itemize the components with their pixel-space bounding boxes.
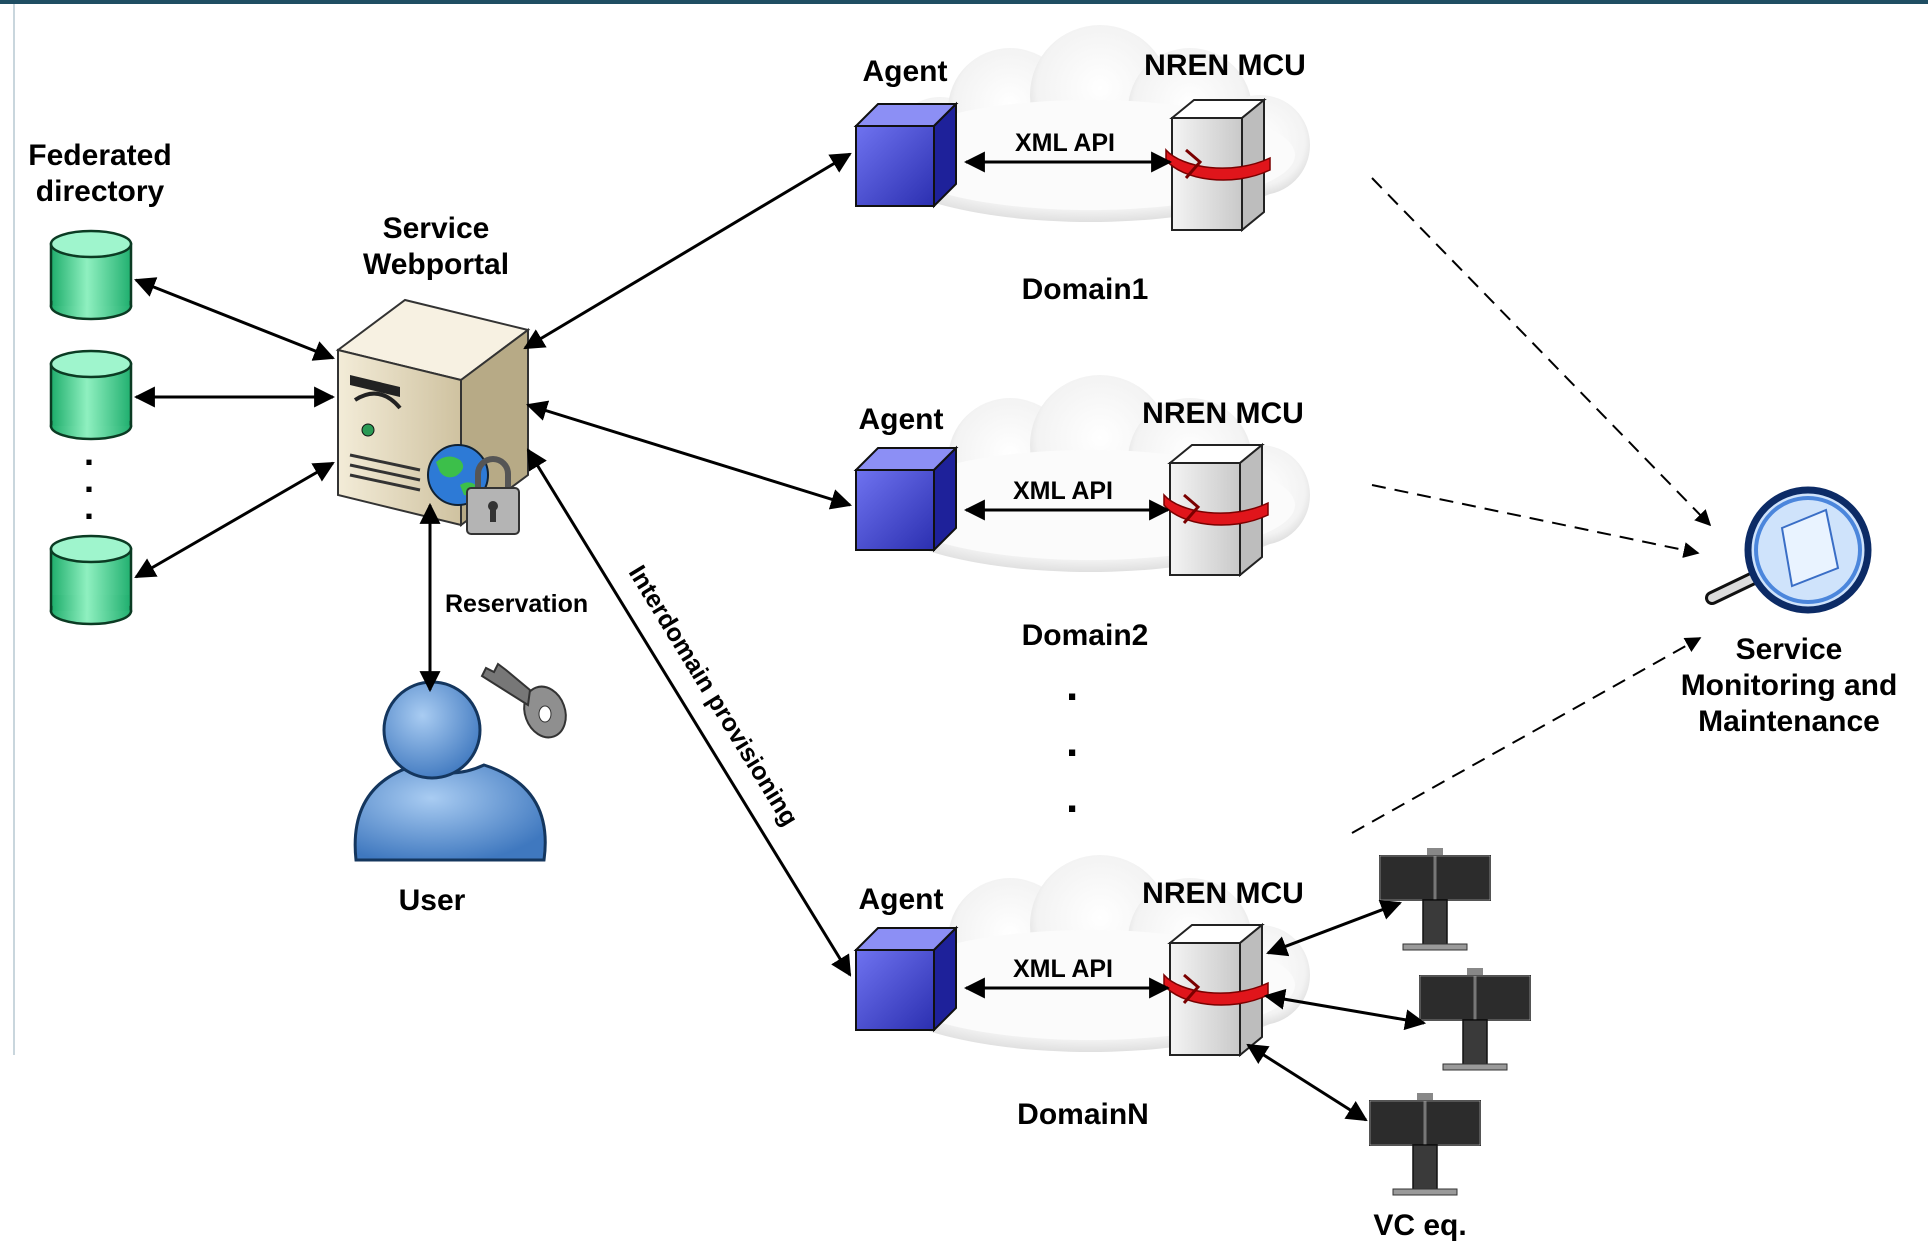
svg-text:.: . bbox=[84, 486, 94, 527]
domainN-name-label: DomainN bbox=[1017, 1098, 1149, 1131]
monitoring-domain2-dashed-arrow bbox=[1371, 484, 1700, 558]
service-webportal-line1: Service bbox=[382, 212, 490, 245]
vc-equipment-2-icon bbox=[1418, 966, 1532, 1072]
globe-lock-icon bbox=[427, 444, 520, 535]
service-monitoring-label: Service Monitoring and Maintenance bbox=[1650, 632, 1928, 740]
directory-ellipsis: . . . bbox=[84, 432, 94, 527]
directory-db-3 bbox=[49, 534, 133, 626]
reservation-label: Reservation bbox=[445, 590, 589, 618]
federated-directory-line1: Federated bbox=[28, 139, 172, 172]
domainN-mcu-label: NREN MCU bbox=[1142, 877, 1304, 910]
domain2-xml-api-label: XML API bbox=[1012, 477, 1113, 505]
svg-text:.: . bbox=[84, 432, 94, 473]
interdomain-provisioning-arrow bbox=[526, 448, 852, 977]
domain1-agent-label: Agent bbox=[862, 55, 948, 88]
service-monitoring-line3: Maintenance bbox=[1698, 705, 1880, 738]
user-label: User bbox=[398, 884, 466, 917]
service-webportal-label: Service Webportal bbox=[336, 211, 536, 283]
domain2-mcu-label: NREN MCU bbox=[1142, 397, 1304, 430]
domain1-agent-icon bbox=[855, 103, 957, 207]
directory-db-1-arrow bbox=[134, 277, 335, 361]
federated-directory-label: Federated directory bbox=[0, 138, 200, 210]
svg-text:.: . bbox=[1066, 661, 1078, 710]
domainN-agent-icon bbox=[855, 927, 957, 1031]
federated-directory-line2: directory bbox=[35, 175, 165, 208]
directory-db-1 bbox=[49, 229, 133, 321]
domain2-name-label: Domain2 bbox=[1021, 619, 1149, 652]
interdomain-provisioning-label: Interdomain provisioning bbox=[623, 561, 804, 831]
domain2-mcu-icon bbox=[1162, 443, 1270, 577]
domainN-xml-api-label: XML API bbox=[1012, 955, 1113, 983]
domainN-mcu-icon bbox=[1162, 923, 1270, 1057]
domain2-agent-label: Agent bbox=[858, 403, 944, 436]
service-webportal-line2: Webportal bbox=[362, 248, 510, 281]
domainN-agent-label: Agent bbox=[858, 883, 944, 916]
domain2-agent-icon bbox=[855, 447, 957, 551]
mcu-vc-2-arrow bbox=[1263, 988, 1427, 1031]
monitoring-domain1-dashed-arrow bbox=[1371, 177, 1712, 527]
key-icon bbox=[480, 662, 567, 739]
monitoring-domainN-dashed-arrow bbox=[1351, 637, 1702, 834]
mcu-vc-3-arrow bbox=[1246, 1043, 1368, 1122]
vc-equipment-label: VC eq. bbox=[1373, 1209, 1467, 1242]
mcu-vc-1-arrow bbox=[1266, 899, 1402, 957]
domain1-mcu-icon bbox=[1164, 98, 1272, 232]
directory-db-3-arrow bbox=[134, 461, 335, 579]
magnifier-icon bbox=[1705, 486, 1872, 614]
domain-ellipsis: . . . bbox=[1066, 661, 1078, 822]
vc-equipment-1-icon bbox=[1378, 846, 1492, 952]
service-monitoring-line2: Monitoring and bbox=[1680, 669, 1898, 702]
portal-domain1-arrow bbox=[523, 152, 852, 350]
portal-domain2-arrow bbox=[525, 400, 853, 510]
domain1-xml-api-label: XML API bbox=[1014, 129, 1115, 157]
svg-text:.: . bbox=[1066, 773, 1078, 822]
directory-db-2 bbox=[49, 349, 133, 441]
svg-text:.: . bbox=[1066, 717, 1078, 766]
domain1-mcu-label: NREN MCU bbox=[1144, 49, 1306, 82]
service-monitoring-line1: Service bbox=[1735, 633, 1843, 666]
user-icon bbox=[353, 680, 547, 862]
domain1-name-label: Domain1 bbox=[1021, 273, 1149, 306]
vc-equipment-3-icon bbox=[1368, 1091, 1482, 1197]
svg-text:.: . bbox=[84, 459, 94, 500]
top-banner bbox=[0, 0, 1928, 4]
